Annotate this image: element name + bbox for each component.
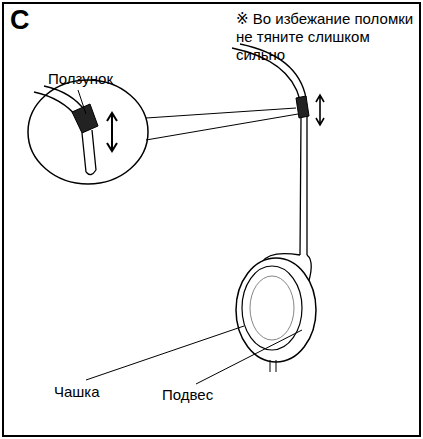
ear-cushion [236, 258, 316, 362]
panel-frame [3, 3, 420, 436]
leader-line [196, 330, 302, 384]
part-name: Чашка [54, 383, 100, 401]
hanger-wire-detail [82, 130, 96, 175]
leader-line [78, 90, 86, 114]
hanger [300, 116, 307, 255]
part-name: Ползунок [48, 70, 113, 88]
magnifier-circle [28, 80, 148, 184]
caution-note: ※ Во избежание поломки не тяните слишком… [236, 10, 416, 64]
part-name: Подвес [162, 386, 213, 404]
cup [242, 266, 302, 350]
adjust-arrow [316, 95, 324, 125]
cable-exit [270, 360, 276, 372]
slider-detail [72, 104, 98, 133]
magnifier-line [146, 108, 296, 118]
magnifier-line [146, 114, 298, 140]
cup-rim [250, 276, 294, 340]
adjust-arrow [107, 113, 117, 151]
panel-letter: C [10, 7, 30, 34]
slider [296, 96, 309, 118]
